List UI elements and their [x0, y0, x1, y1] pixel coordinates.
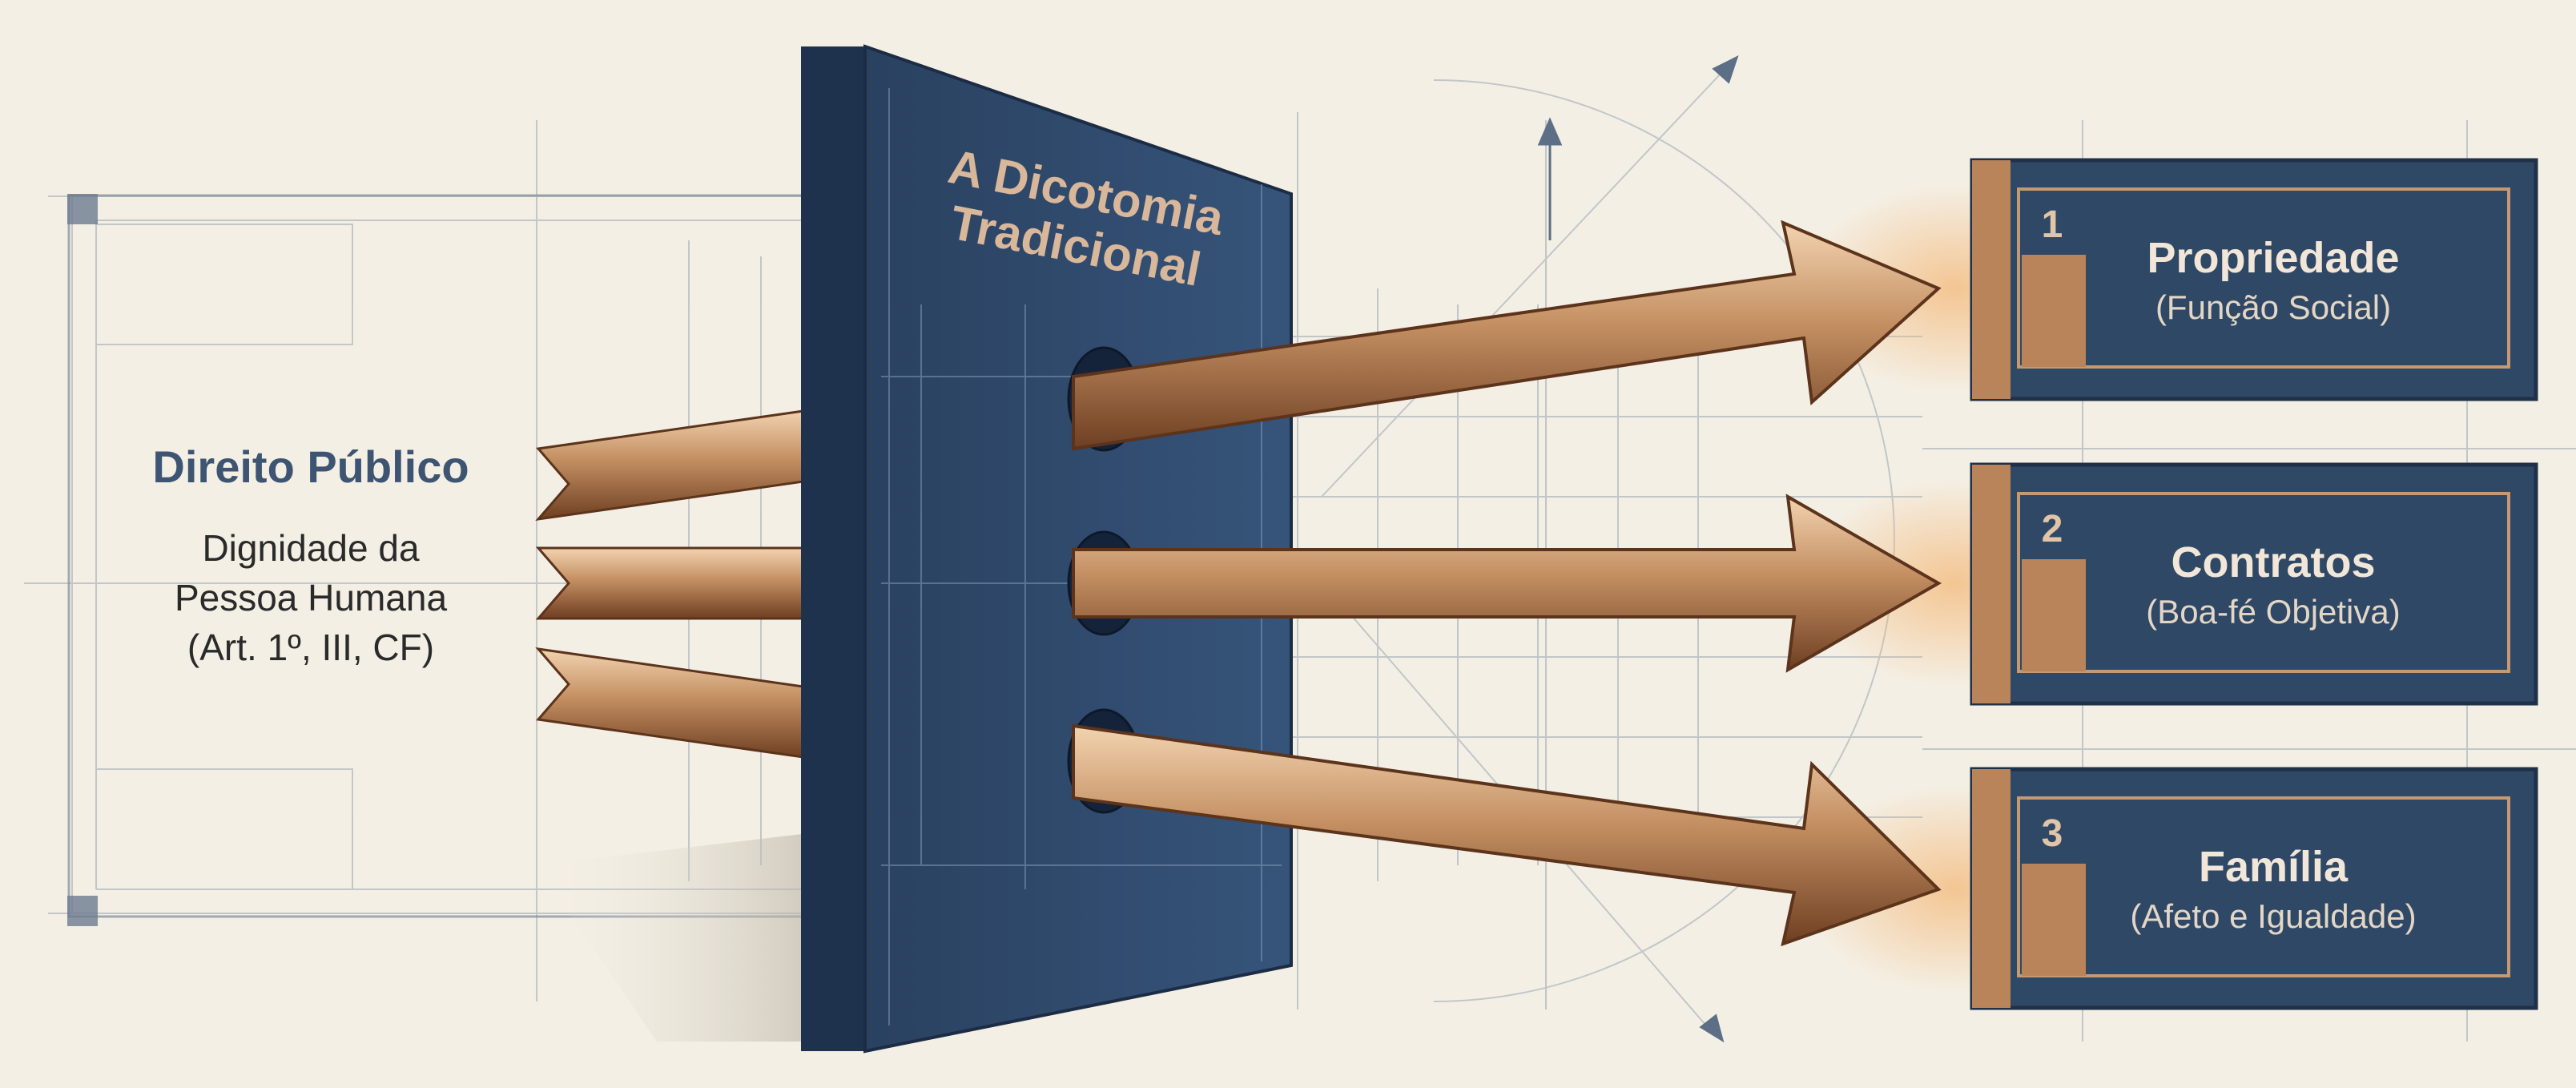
axis-arrows	[1537, 55, 1739, 1043]
left-block-line2: Pessoa Humana	[175, 577, 447, 619]
incoming-bar	[535, 546, 811, 620]
outcome-subtitle: (Afeto e Igualdade)	[2130, 897, 2416, 935]
outcome-title: Propriedade	[2147, 234, 2399, 282]
outcome-number: 1	[2042, 203, 2063, 246]
book-spine	[801, 46, 867, 1051]
outcome-number: 2	[2042, 508, 2063, 550]
outcome-box-1: 1 Propriedade (Função Social)	[1970, 158, 2538, 401]
arrow-to-propriedade	[1072, 220, 1942, 451]
left-text-block: Direito Público Dignidade da Pessoa Huma…	[152, 441, 469, 668]
corner-marker	[67, 896, 98, 926]
arrow-to-familia	[1072, 723, 1942, 947]
left-block-title: Direito Público	[152, 441, 469, 492]
outcome-number: 3	[2042, 812, 2063, 855]
left-block-line1: Dignidade da	[202, 527, 420, 569]
corner-marker	[67, 194, 98, 224]
outcome-box-3: 3 Família (Afeto e Igualdade)	[1970, 767, 2538, 1010]
incoming-bars	[535, 409, 811, 760]
arrow-to-contratos	[1072, 494, 1942, 673]
book-shadow	[537, 833, 809, 1042]
left-block-line3: (Art. 1º, III, CF)	[187, 627, 434, 668]
outcome-box-2: 2 Contratos (Boa-fé Objetiva)	[1970, 462, 2538, 706]
outcome-title: Família	[2199, 843, 2349, 891]
incoming-bar	[535, 409, 811, 522]
outgoing-arrows	[1072, 220, 1942, 947]
outcome-subtitle: (Boa-fé Objetiva)	[2146, 593, 2400, 631]
outcome-subtitle: (Função Social)	[2155, 288, 2391, 326]
outcome-title: Contratos	[2171, 538, 2376, 586]
incoming-bar	[535, 647, 811, 760]
